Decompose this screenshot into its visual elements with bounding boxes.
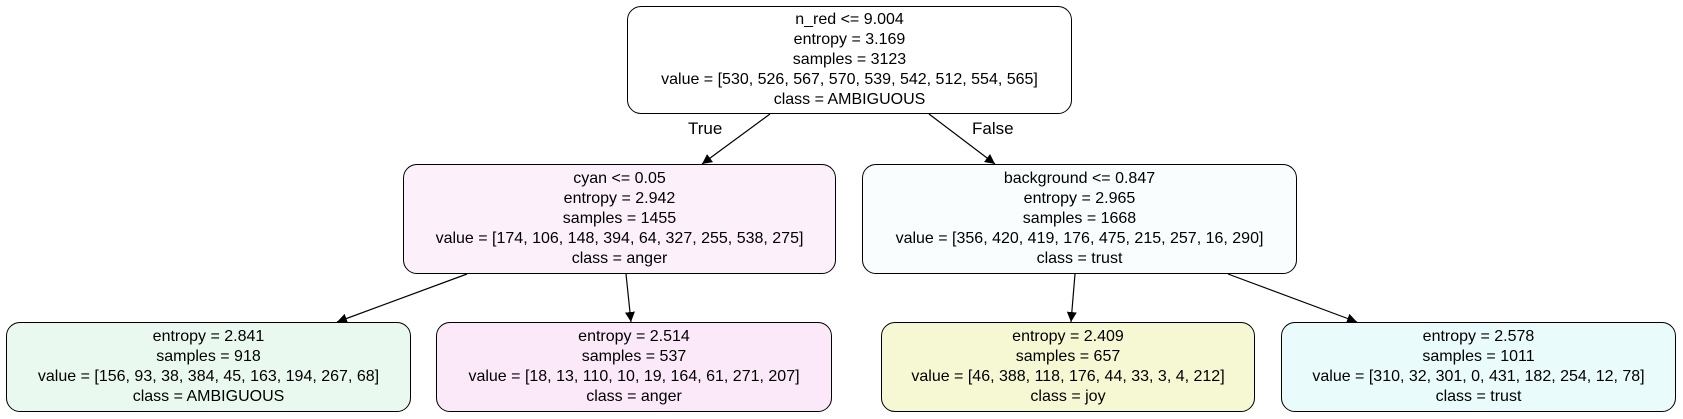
tree-node-root: n_red <= 9.004 entropy = 3.169 samples = 3… bbox=[627, 6, 1072, 114]
edge-right-rr bbox=[1227, 273, 1358, 324]
node-line: entropy = 2.578 bbox=[1422, 328, 1535, 345]
node-line: entropy = 3.169 bbox=[793, 31, 906, 48]
edge-left-ll bbox=[336, 273, 468, 324]
tree-node-ll: entropy = 2.841 samples = 918 value = [156… bbox=[6, 322, 411, 412]
node-line: class = anger bbox=[571, 250, 668, 267]
edge-label-false: False bbox=[972, 119, 1014, 138]
edge-left-lr bbox=[624, 273, 635, 323]
edge-root-right bbox=[928, 113, 996, 165]
edge-right-rl bbox=[1066, 273, 1077, 323]
edge-label-true: True bbox=[688, 119, 723, 138]
node-line: background <= 0.847 bbox=[1003, 170, 1156, 187]
node-line: class = trust bbox=[1036, 250, 1123, 267]
node-line: value = [18, 13, 110, 10, 19, 164, 61, 2… bbox=[468, 368, 800, 385]
node-line: value = [174, 106, 148, 394, 64, 327, 25… bbox=[435, 230, 804, 247]
tree-node-right: background <= 0.847 entropy = 2.965 sample… bbox=[862, 164, 1297, 274]
tree-node-rr: entropy = 2.578 samples = 1011 value = [31… bbox=[1281, 322, 1676, 412]
tree-node-rl: entropy = 2.409 samples = 657 value = [46,… bbox=[881, 322, 1255, 412]
node-line: entropy = 2.409 bbox=[1012, 328, 1124, 345]
node-line: value = [310, 32, 301, 0, 431, 182, 254,… bbox=[1312, 368, 1645, 385]
tree-node-left: cyan <= 0.05 entropy = 2.942 samples = 145… bbox=[403, 164, 836, 274]
node-line: cyan <= 0.05 bbox=[573, 170, 666, 187]
node-line: samples = 657 bbox=[1015, 348, 1121, 365]
node-line: samples = 1668 bbox=[1022, 210, 1137, 227]
edge-root-left bbox=[701, 113, 771, 165]
node-line: entropy = 2.841 bbox=[152, 328, 265, 345]
node-line: value = [46, 388, 118, 176, 44, 33, 3, 4… bbox=[911, 368, 1225, 385]
node-line: class = AMBIGUOUS bbox=[773, 91, 926, 108]
node-line: samples = 918 bbox=[156, 348, 261, 365]
node-line: samples = 537 bbox=[581, 348, 687, 365]
node-line: entropy = 2.942 bbox=[563, 190, 676, 207]
node-line: samples = 3123 bbox=[792, 51, 907, 68]
node-line: value = [356, 420, 419, 176, 475, 215, 2… bbox=[895, 230, 1264, 247]
node-line: n_red <= 9.004 bbox=[795, 11, 904, 28]
node-line: value = [530, 526, 567, 570, 539, 542, 5… bbox=[661, 71, 1038, 88]
node-line: samples = 1455 bbox=[562, 210, 677, 227]
node-line: samples = 1011 bbox=[1422, 348, 1535, 365]
node-line: entropy = 2.965 bbox=[1023, 190, 1136, 207]
tree-node-lr: entropy = 2.514 samples = 537 value = [18,… bbox=[436, 322, 832, 412]
node-line: class = AMBIGUOUS bbox=[132, 388, 285, 405]
node-line: entropy = 2.514 bbox=[578, 328, 690, 345]
node-line: class = anger bbox=[586, 388, 682, 405]
node-line: class = joy bbox=[1030, 388, 1106, 405]
node-line: class = trust bbox=[1435, 388, 1522, 405]
node-line: value = [156, 93, 38, 384, 45, 163, 194,… bbox=[37, 368, 380, 385]
